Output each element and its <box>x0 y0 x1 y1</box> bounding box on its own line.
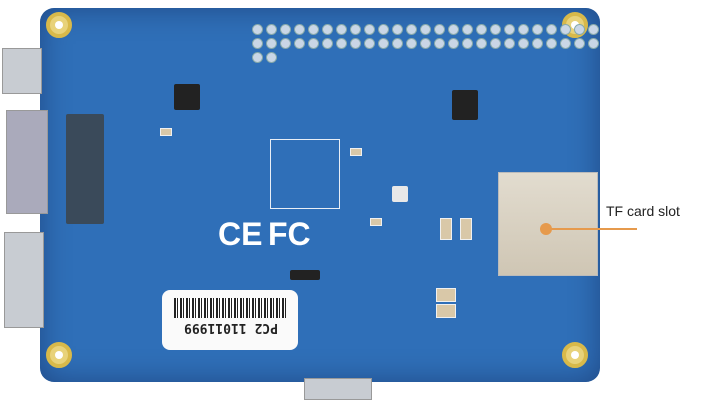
header-pin <box>336 24 347 35</box>
header-pin <box>308 24 319 35</box>
header-pin <box>476 38 487 49</box>
header-pin <box>308 38 319 49</box>
header-pin <box>560 38 571 49</box>
mounting-hole <box>46 12 72 38</box>
header-pin <box>560 24 571 35</box>
header-pin <box>434 38 445 49</box>
header-pin <box>350 24 361 35</box>
header-pin <box>364 24 375 35</box>
header-pin <box>294 24 305 35</box>
header-pin <box>392 24 403 35</box>
header-pin <box>518 38 529 49</box>
cpu-outline <box>270 139 340 209</box>
header-pin <box>588 24 599 35</box>
header-pin <box>280 38 291 49</box>
header-pin <box>574 24 585 35</box>
header-pin <box>476 24 487 35</box>
header-pin <box>546 24 557 35</box>
header-pin <box>378 38 389 49</box>
header-pin <box>462 24 473 35</box>
chip <box>174 84 200 110</box>
gpio-header <box>252 24 610 63</box>
header-pin <box>322 38 333 49</box>
serial-sticker: PC2 11011999 <box>162 290 298 350</box>
header-pin <box>490 38 501 49</box>
header-pin <box>266 24 277 35</box>
header-pin <box>280 24 291 35</box>
regulator <box>452 90 478 120</box>
header-pin <box>266 52 277 63</box>
header-pin <box>448 38 459 49</box>
ethernet-magnetics <box>66 114 104 224</box>
usb-port <box>4 232 44 328</box>
usb-otg-port <box>2 48 42 94</box>
serial-number: PC2 11011999 <box>184 320 278 335</box>
header-pin <box>490 24 501 35</box>
header-pin <box>336 38 347 49</box>
ethernet-port <box>6 110 48 214</box>
header-pin <box>462 38 473 49</box>
tf-card-slot-label: TF card slot <box>606 203 680 219</box>
crystal <box>392 186 408 202</box>
mounting-hole <box>46 342 72 368</box>
header-pin <box>532 24 543 35</box>
header-pin <box>406 24 417 35</box>
header-pin <box>378 24 389 35</box>
header-pin <box>504 24 515 35</box>
header-pin <box>518 24 529 35</box>
header-pin <box>266 38 277 49</box>
header-pin <box>364 38 375 49</box>
header-pin <box>546 38 557 49</box>
header-pin <box>434 24 445 35</box>
header-pin <box>420 24 431 35</box>
header-pin <box>392 38 403 49</box>
callout-line <box>545 228 637 230</box>
mounting-hole <box>562 342 588 368</box>
header-pin <box>294 38 305 49</box>
header-pin <box>574 38 585 49</box>
hdmi-port <box>304 378 372 400</box>
header-pin <box>406 38 417 49</box>
header-pin <box>532 38 543 49</box>
header-pin <box>588 38 599 49</box>
ce-mark: CE <box>218 216 263 252</box>
callout-dot <box>540 223 552 235</box>
header-pin <box>448 24 459 35</box>
header-pin <box>252 38 263 49</box>
header-pin <box>420 38 431 49</box>
header-pin <box>252 52 263 63</box>
header-pin <box>322 24 333 35</box>
fcc-mark: FC <box>268 216 311 252</box>
header-pin <box>350 38 361 49</box>
diode <box>290 270 320 280</box>
header-pin <box>504 38 515 49</box>
barcode <box>174 298 286 318</box>
header-pin <box>252 24 263 35</box>
